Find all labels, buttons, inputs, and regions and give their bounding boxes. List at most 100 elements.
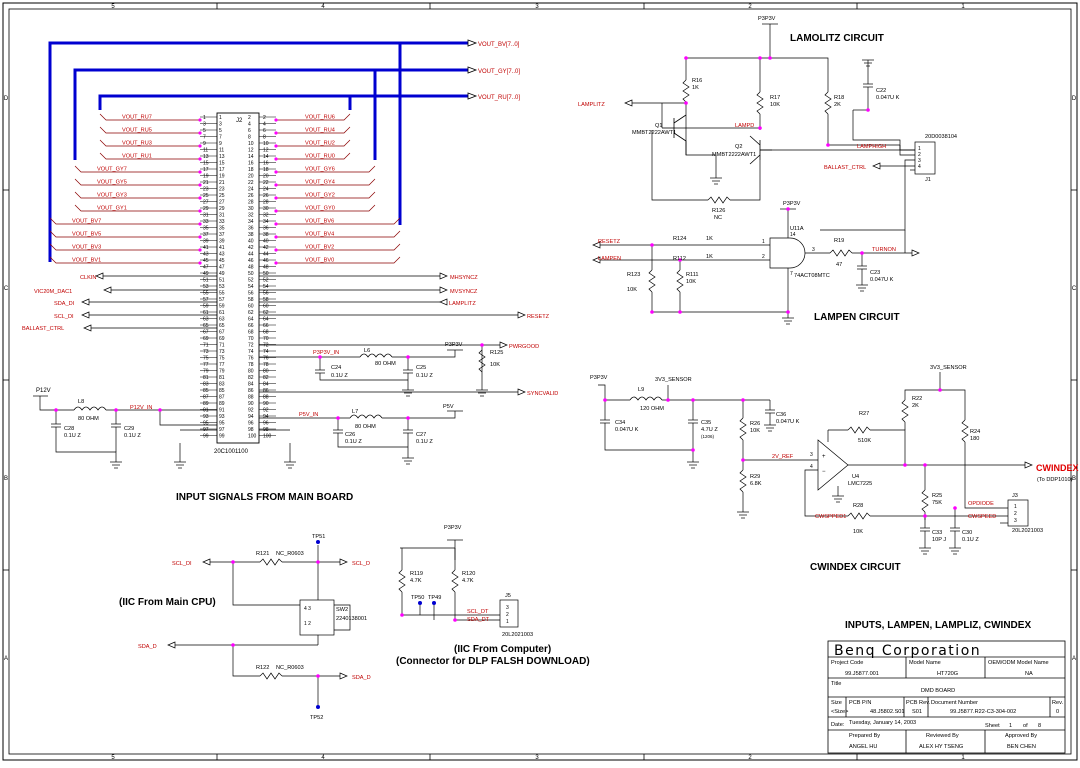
c22-value: 0.047U K: [876, 95, 900, 101]
reviewed-by: ALEX HY TSENG: [919, 744, 963, 750]
j2-pin-number: 76: [248, 356, 254, 362]
border-col-4: 4: [321, 4, 325, 10]
net-resetz-j2: RESETZ: [527, 314, 550, 320]
j2-pin-number: 89: [219, 401, 225, 407]
j2-pin-number: 60: [263, 304, 269, 310]
j2-pin-number: 77: [219, 362, 225, 368]
j2-pin-number: 15: [203, 161, 209, 167]
c26-ref: C26: [345, 432, 355, 438]
r28-ref: R28: [853, 503, 863, 509]
j2-pin-number: 84: [248, 382, 254, 388]
r27-value: 510K: [858, 438, 871, 444]
j2-pin-number: 67: [219, 330, 225, 336]
j2-right-net-label: VOUT_GY6: [305, 167, 335, 173]
j2-pin-number: 81: [203, 375, 209, 381]
pcb-rev-label: PCB Rev.: [906, 700, 931, 706]
c24-ref: C24: [331, 365, 341, 371]
j5-part: 20L2021003: [502, 632, 533, 638]
net-sda-d-right: SDA_D: [352, 675, 371, 681]
j2-pin-number: 66: [263, 323, 269, 329]
l8-value: 80 OHM: [78, 416, 99, 422]
j2-pin-number: 90: [248, 401, 254, 407]
j2-pin-number: 79: [203, 369, 209, 375]
sheet-value: 1: [1009, 723, 1012, 729]
prepared-label: Prepared By: [849, 733, 880, 739]
reviewed-label: Reviewed By: [926, 733, 959, 739]
j3-ref: J3: [1012, 493, 1018, 499]
j2-pin-number: 7: [219, 135, 222, 141]
svg-text:1: 1: [762, 239, 765, 245]
svg-text:1: 1: [1014, 504, 1017, 510]
c35-package: (1206): [701, 434, 715, 439]
j2-pin-number: 40: [263, 239, 269, 245]
r24-value: 180: [970, 436, 979, 442]
tp52-label: TP52: [310, 715, 323, 721]
j1-ref: J1: [925, 177, 931, 183]
j2-right-net-label: VOUT_GY4: [305, 180, 335, 186]
of-label: of: [1023, 723, 1028, 729]
border-row-b-right: B: [1072, 476, 1076, 482]
j2-pin-number: 2: [263, 115, 266, 121]
j2-pin-number: 65: [203, 323, 209, 329]
j2-pin-number: 49: [203, 271, 209, 277]
j2-pin-number: 52: [248, 278, 254, 284]
c23-ref: C23: [870, 270, 880, 276]
r119-value: 4.7K: [410, 578, 422, 584]
j2-pin-number: 55: [219, 291, 225, 297]
j2-pin-number: 42: [248, 245, 254, 251]
j2-pin-number: 50: [248, 271, 254, 277]
section-iic-cpu: (IIC From Main CPU): [119, 597, 216, 608]
j2-pin-number: 74: [263, 349, 269, 355]
net-vic20m: VIC20M_DAC1: [34, 289, 72, 295]
j2-pin-number: 70: [248, 336, 254, 342]
j2-pin-number: 54: [248, 284, 254, 290]
j2-pin-number: 63: [219, 317, 225, 323]
j2-left-net-label: VOUT_RU5: [122, 128, 152, 134]
j2-pin-number: 8: [263, 135, 266, 141]
j2-right-net-label: VOUT_BV0: [305, 258, 334, 264]
svg-text:4: 4: [918, 164, 921, 170]
j2-pin-number: 46: [248, 258, 254, 264]
j2-pin-number: 78: [248, 362, 254, 368]
j2-pin-number: 58: [248, 297, 254, 303]
j2-left-net-label: VOUT_RU3: [122, 141, 152, 147]
j2-left-net-label: VOUT_BV5: [72, 232, 101, 238]
c27-value: 0.1U Z: [416, 439, 433, 445]
j2-pin-number: 52: [263, 278, 269, 284]
c30-ref: C30: [962, 530, 972, 536]
r124-ref: R124: [673, 236, 686, 242]
oem-value: NA: [1025, 671, 1033, 677]
prepared-by: ANGEL HU: [849, 744, 877, 750]
j2-pin-number: 59: [219, 304, 225, 310]
j2-pin-number: 29: [203, 206, 209, 212]
title-value: DMD BOARD: [921, 688, 955, 694]
c36-value: 0.047U K: [776, 419, 800, 425]
net-sda-dt: SDA_DT: [467, 617, 490, 623]
section-lamolitz: LAMOLITZ CIRCUIT: [790, 33, 884, 44]
u4-part: LMC7225: [848, 481, 872, 487]
c33-ref: C33: [932, 530, 942, 536]
j2-pin-number: 51: [203, 278, 209, 284]
net-scl-dt: SCL_DT: [467, 609, 489, 615]
net-pwrgood: PWRGOOD: [509, 344, 539, 350]
r121-value: NC_R0603: [276, 551, 304, 557]
r16-value: 1K: [692, 85, 699, 91]
border-col-1-bottom: 1: [961, 755, 965, 761]
j2-pin-number: 9: [203, 141, 206, 147]
r112-ref: R112: [673, 256, 686, 262]
j2-pin-number: 22: [248, 180, 254, 186]
net-mvsyncz: MVSYNCZ: [450, 289, 478, 295]
p3p3v-label: P3P3V: [445, 342, 463, 348]
j2-pin-number: 80: [248, 369, 254, 375]
net-scl-di-iic: SCL_DI: [172, 561, 192, 567]
j2-pin-number: 71: [203, 343, 209, 349]
j2-pin-number: 50: [263, 271, 269, 277]
j2-pin-number: 21: [219, 180, 225, 186]
tp51-label: TP51: [312, 534, 325, 540]
cw-sensor-a: 3V3_SENSOR: [655, 377, 692, 383]
tp50-label: TP50: [411, 595, 424, 601]
pcb-pn-label: PCB P/N: [849, 700, 871, 706]
doc-number-label: Document Number: [931, 700, 978, 706]
j2-pin-number: 75: [203, 356, 209, 362]
j2-pin-number: 89: [203, 401, 209, 407]
